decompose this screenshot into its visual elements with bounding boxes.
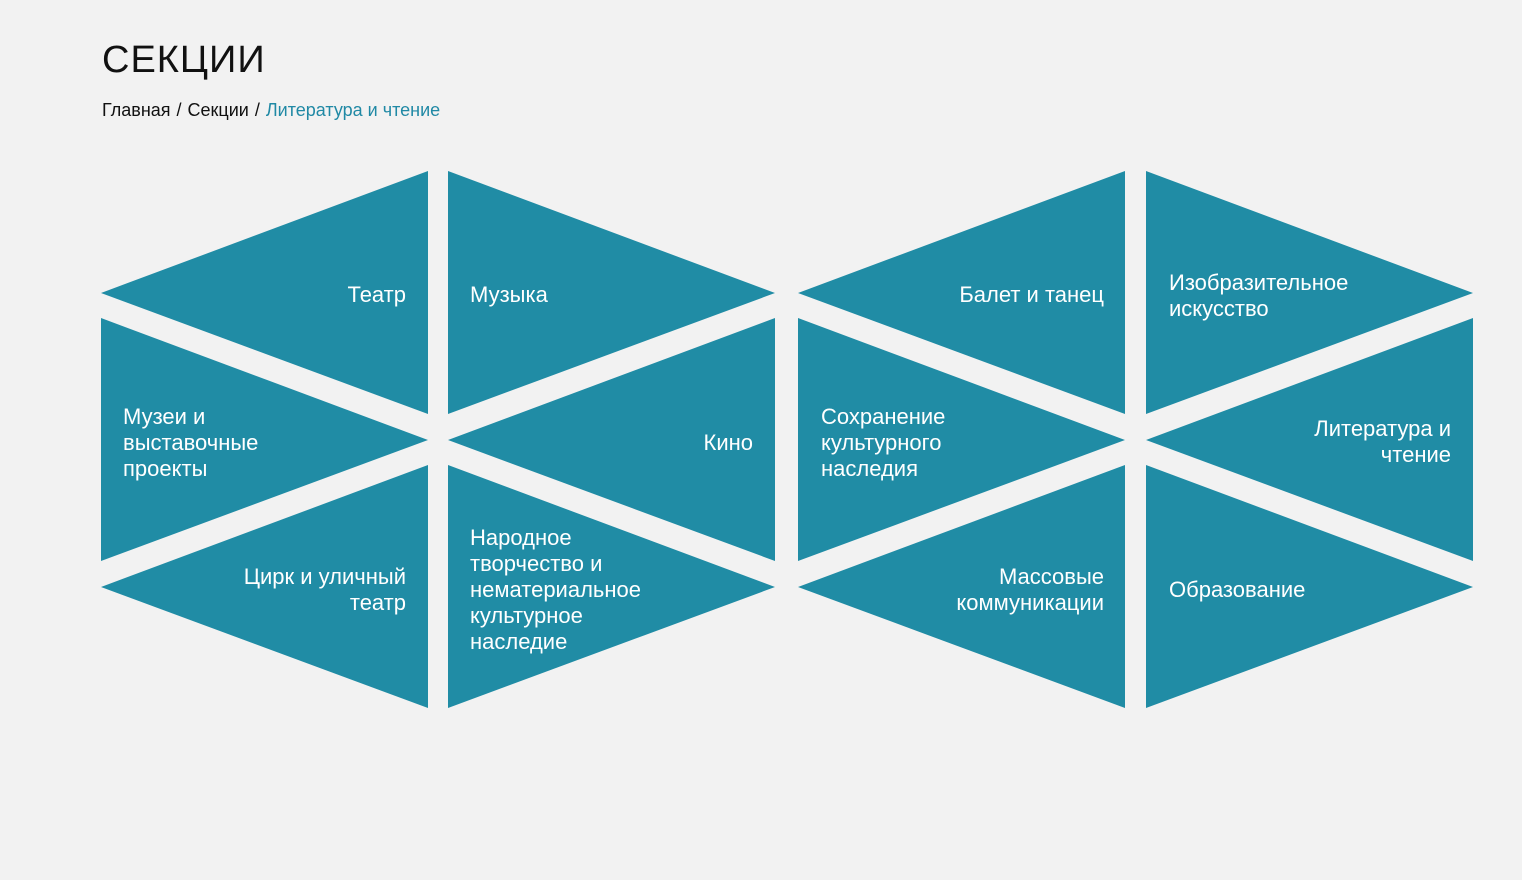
breadcrumb-home-link[interactable]: Главная: [102, 100, 171, 120]
breadcrumb-current: Литература и чтение: [265, 100, 441, 120]
section-tile-obrazovanie[interactable]: [1146, 465, 1473, 708]
section-tile-narodnoe[interactable]: [448, 465, 775, 708]
section-tile-kino[interactable]: [448, 318, 775, 561]
section-tile-massovye[interactable]: [798, 465, 1125, 708]
breadcrumb-separator: /: [254, 100, 260, 120]
page-title: СЕКЦИИ: [102, 39, 266, 81]
section-tile-teatr[interactable]: [101, 171, 428, 414]
section-tile-balet[interactable]: [798, 171, 1125, 414]
section-tile-tsirk[interactable]: [101, 465, 428, 708]
section-tile-nasledie[interactable]: [798, 318, 1125, 561]
breadcrumb-separator: /: [176, 100, 182, 120]
breadcrumb: Главная/Секции/Литература и чтение: [102, 99, 440, 121]
section-tile-muzei[interactable]: [101, 318, 428, 561]
breadcrumb-sections-link[interactable]: Секции: [187, 100, 249, 120]
section-tile-literatura[interactable]: [1146, 318, 1473, 561]
section-tile-muzyka[interactable]: [448, 171, 775, 414]
section-tile-izo[interactable]: [1146, 171, 1473, 414]
